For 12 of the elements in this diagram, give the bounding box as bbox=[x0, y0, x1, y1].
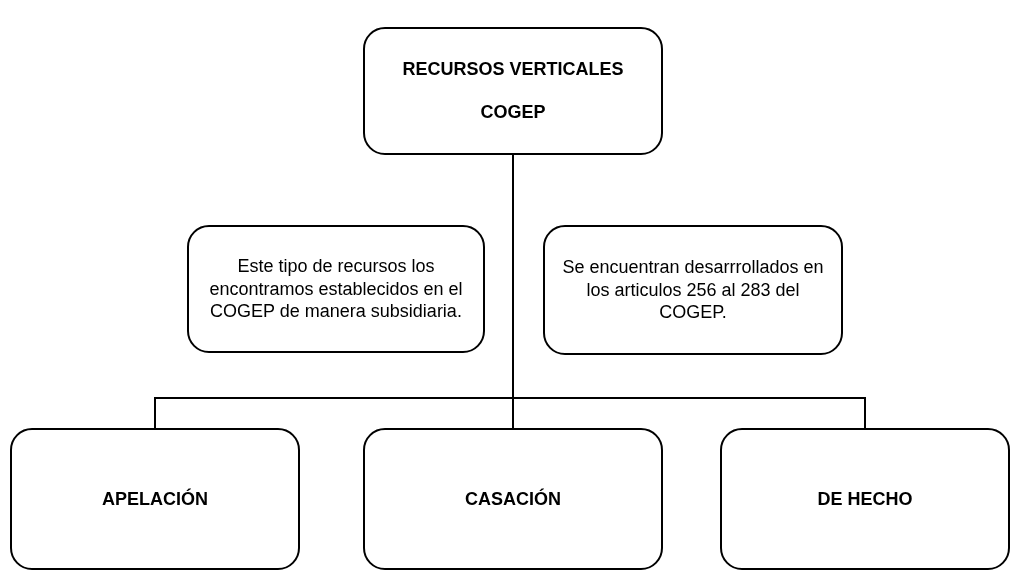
box-label: CASACIÓN bbox=[465, 487, 561, 511]
title-box bbox=[363, 27, 663, 155]
category-box bbox=[720, 428, 1010, 570]
box-label: RECURSOS VERTICALES COGEP bbox=[401, 57, 625, 124]
box-label: DE HECHO bbox=[817, 487, 913, 511]
category-box bbox=[363, 428, 663, 570]
note-box bbox=[543, 225, 843, 355]
note-text: Se encuentran desarrrollados en los articulos 256 al 283 del COGEP. bbox=[561, 256, 825, 324]
note-box bbox=[187, 225, 485, 353]
category-box bbox=[10, 428, 300, 570]
note-text: Este tipo de recursos los encontramos establecidos en el COGEP de manera subsidiaria. bbox=[208, 255, 464, 323]
box-label: APELACIÓN bbox=[102, 487, 208, 511]
